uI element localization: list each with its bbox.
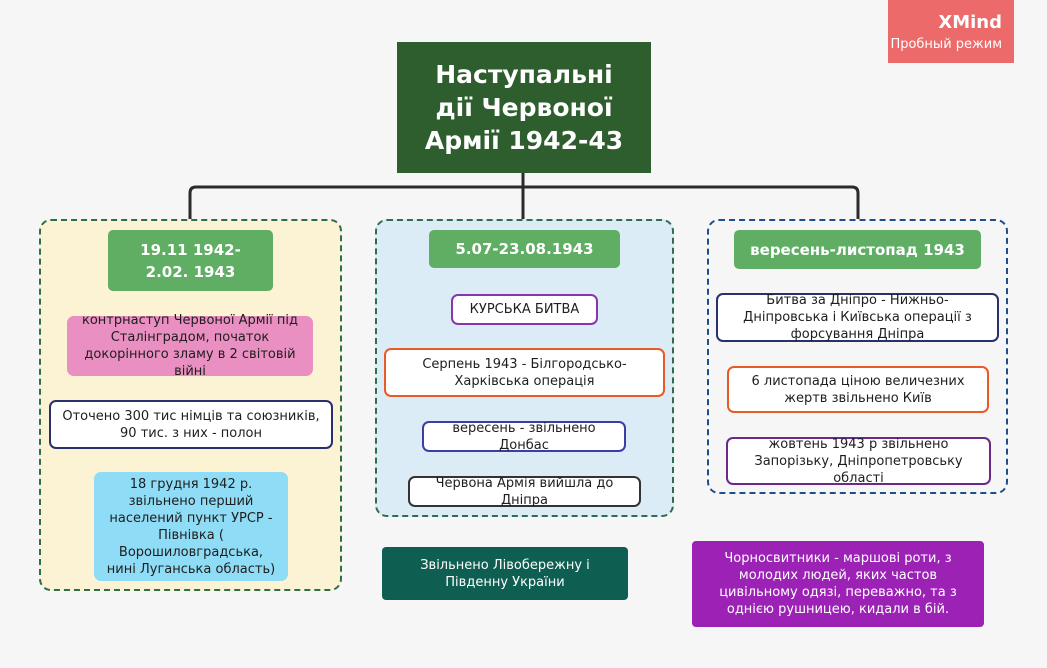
branch2-item-2[interactable]: Серпень 1943 - Білгородсько-Харківська о…	[384, 348, 665, 397]
watermark-brand: XMind	[938, 12, 1002, 33]
branch2-item-3[interactable]: вересень - звільнено Донбас	[422, 421, 626, 453]
branch3-heading[interactable]: вересень-листопад 1943	[734, 230, 981, 269]
xmind-watermark: XMind Пробный режим	[888, 0, 1014, 63]
callout-chornosvytnyky[interactable]: Чорносвитники - маршові роти, з молодих …	[692, 541, 984, 627]
branch1-item-1[interactable]: контрнаступ Червоної Армії під Сталінгра…	[67, 313, 313, 379]
branch1-item-3[interactable]: 18 грудня 1942 р. звільнено перший насел…	[94, 472, 288, 581]
watermark-mode: Пробный режим	[890, 37, 1002, 52]
branch2-item-4[interactable]: Червона Армія вийшла до Дніпра	[408, 476, 641, 508]
branch2-item-1[interactable]: КУРСЬКА БИТВА	[451, 294, 598, 325]
branch1-heading[interactable]: 19.11 1942-2.02. 1943	[108, 230, 273, 291]
branch1-item-2[interactable]: Оточено 300 тис німців та союзників, 90 …	[49, 400, 333, 449]
branch3-item-2[interactable]: 6 листопада ціною величезних жертв звіль…	[727, 366, 989, 413]
callout-left-bank[interactable]: Звільнено Лівобережну і Південну України	[382, 547, 628, 600]
branch2-heading[interactable]: 5.07-23.08.1943	[429, 230, 620, 268]
branch3-item-1[interactable]: Битва за Дніпро - Нижньо-Дніпровська і К…	[716, 293, 999, 342]
branch3-item-3[interactable]: жовтень 1943 р звільнено Запорізьку, Дні…	[726, 437, 991, 486]
root-title: Наступальні дії Червоної Армії 1942-43	[424, 60, 624, 155]
root-topic[interactable]: Наступальні дії Червоної Армії 1942-43	[397, 42, 651, 173]
